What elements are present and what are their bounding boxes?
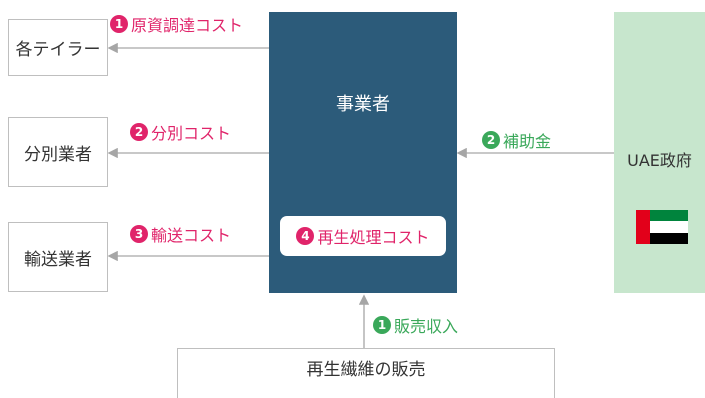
uae-flag-icon xyxy=(636,210,688,244)
tailors-label: 各テイラー xyxy=(15,40,101,60)
box-recycled-fiber-sales: 再生繊維の販売 xyxy=(177,348,555,398)
box-sorters: 分別業者 xyxy=(8,117,108,187)
operator-title: 事業者 xyxy=(336,94,390,115)
procurement-cost-number: 1 xyxy=(110,15,128,33)
label-subsidy: 2 補助金 xyxy=(482,128,551,152)
box-transporters: 輸送業者 xyxy=(8,222,108,292)
subsidy-number: 2 xyxy=(482,131,500,149)
label-sales-revenue: 1 販売収入 xyxy=(373,313,458,337)
transport-cost-number: 3 xyxy=(130,225,148,243)
recycle-cost-box: 4 再生処理コスト xyxy=(280,216,446,256)
sorting-cost-number: 2 xyxy=(130,123,148,141)
sales-revenue-text: 販売収入 xyxy=(394,317,459,336)
transport-cost-text: 輸送コスト xyxy=(151,226,232,245)
subsidy-text: 補助金 xyxy=(503,132,552,151)
sorters-label: 分別業者 xyxy=(24,144,92,165)
sorting-cost-text: 分別コスト xyxy=(151,124,232,143)
procurement-cost-text: 原資調達コスト xyxy=(131,16,244,35)
sales-label: 再生繊維の販売 xyxy=(306,360,426,380)
label-procurement-cost: 1 原資調達コスト xyxy=(110,12,243,36)
box-uae-government: UAE政府 xyxy=(614,12,705,293)
label-sorting-cost: 2 分別コスト xyxy=(130,120,231,144)
recycle-cost-label: 再生処理コスト xyxy=(317,228,430,247)
uae-label: UAE政府 xyxy=(627,151,692,170)
box-tailors: 各テイラー xyxy=(8,19,108,76)
sales-revenue-number: 1 xyxy=(373,316,391,334)
box-operator: 事業者 4 再生処理コスト xyxy=(269,12,457,293)
recycle-cost-number: 4 xyxy=(296,227,315,245)
connector-arrows xyxy=(107,42,614,348)
transporters-label: 輸送業者 xyxy=(24,249,92,270)
label-transport-cost: 3 輸送コスト xyxy=(130,222,231,246)
